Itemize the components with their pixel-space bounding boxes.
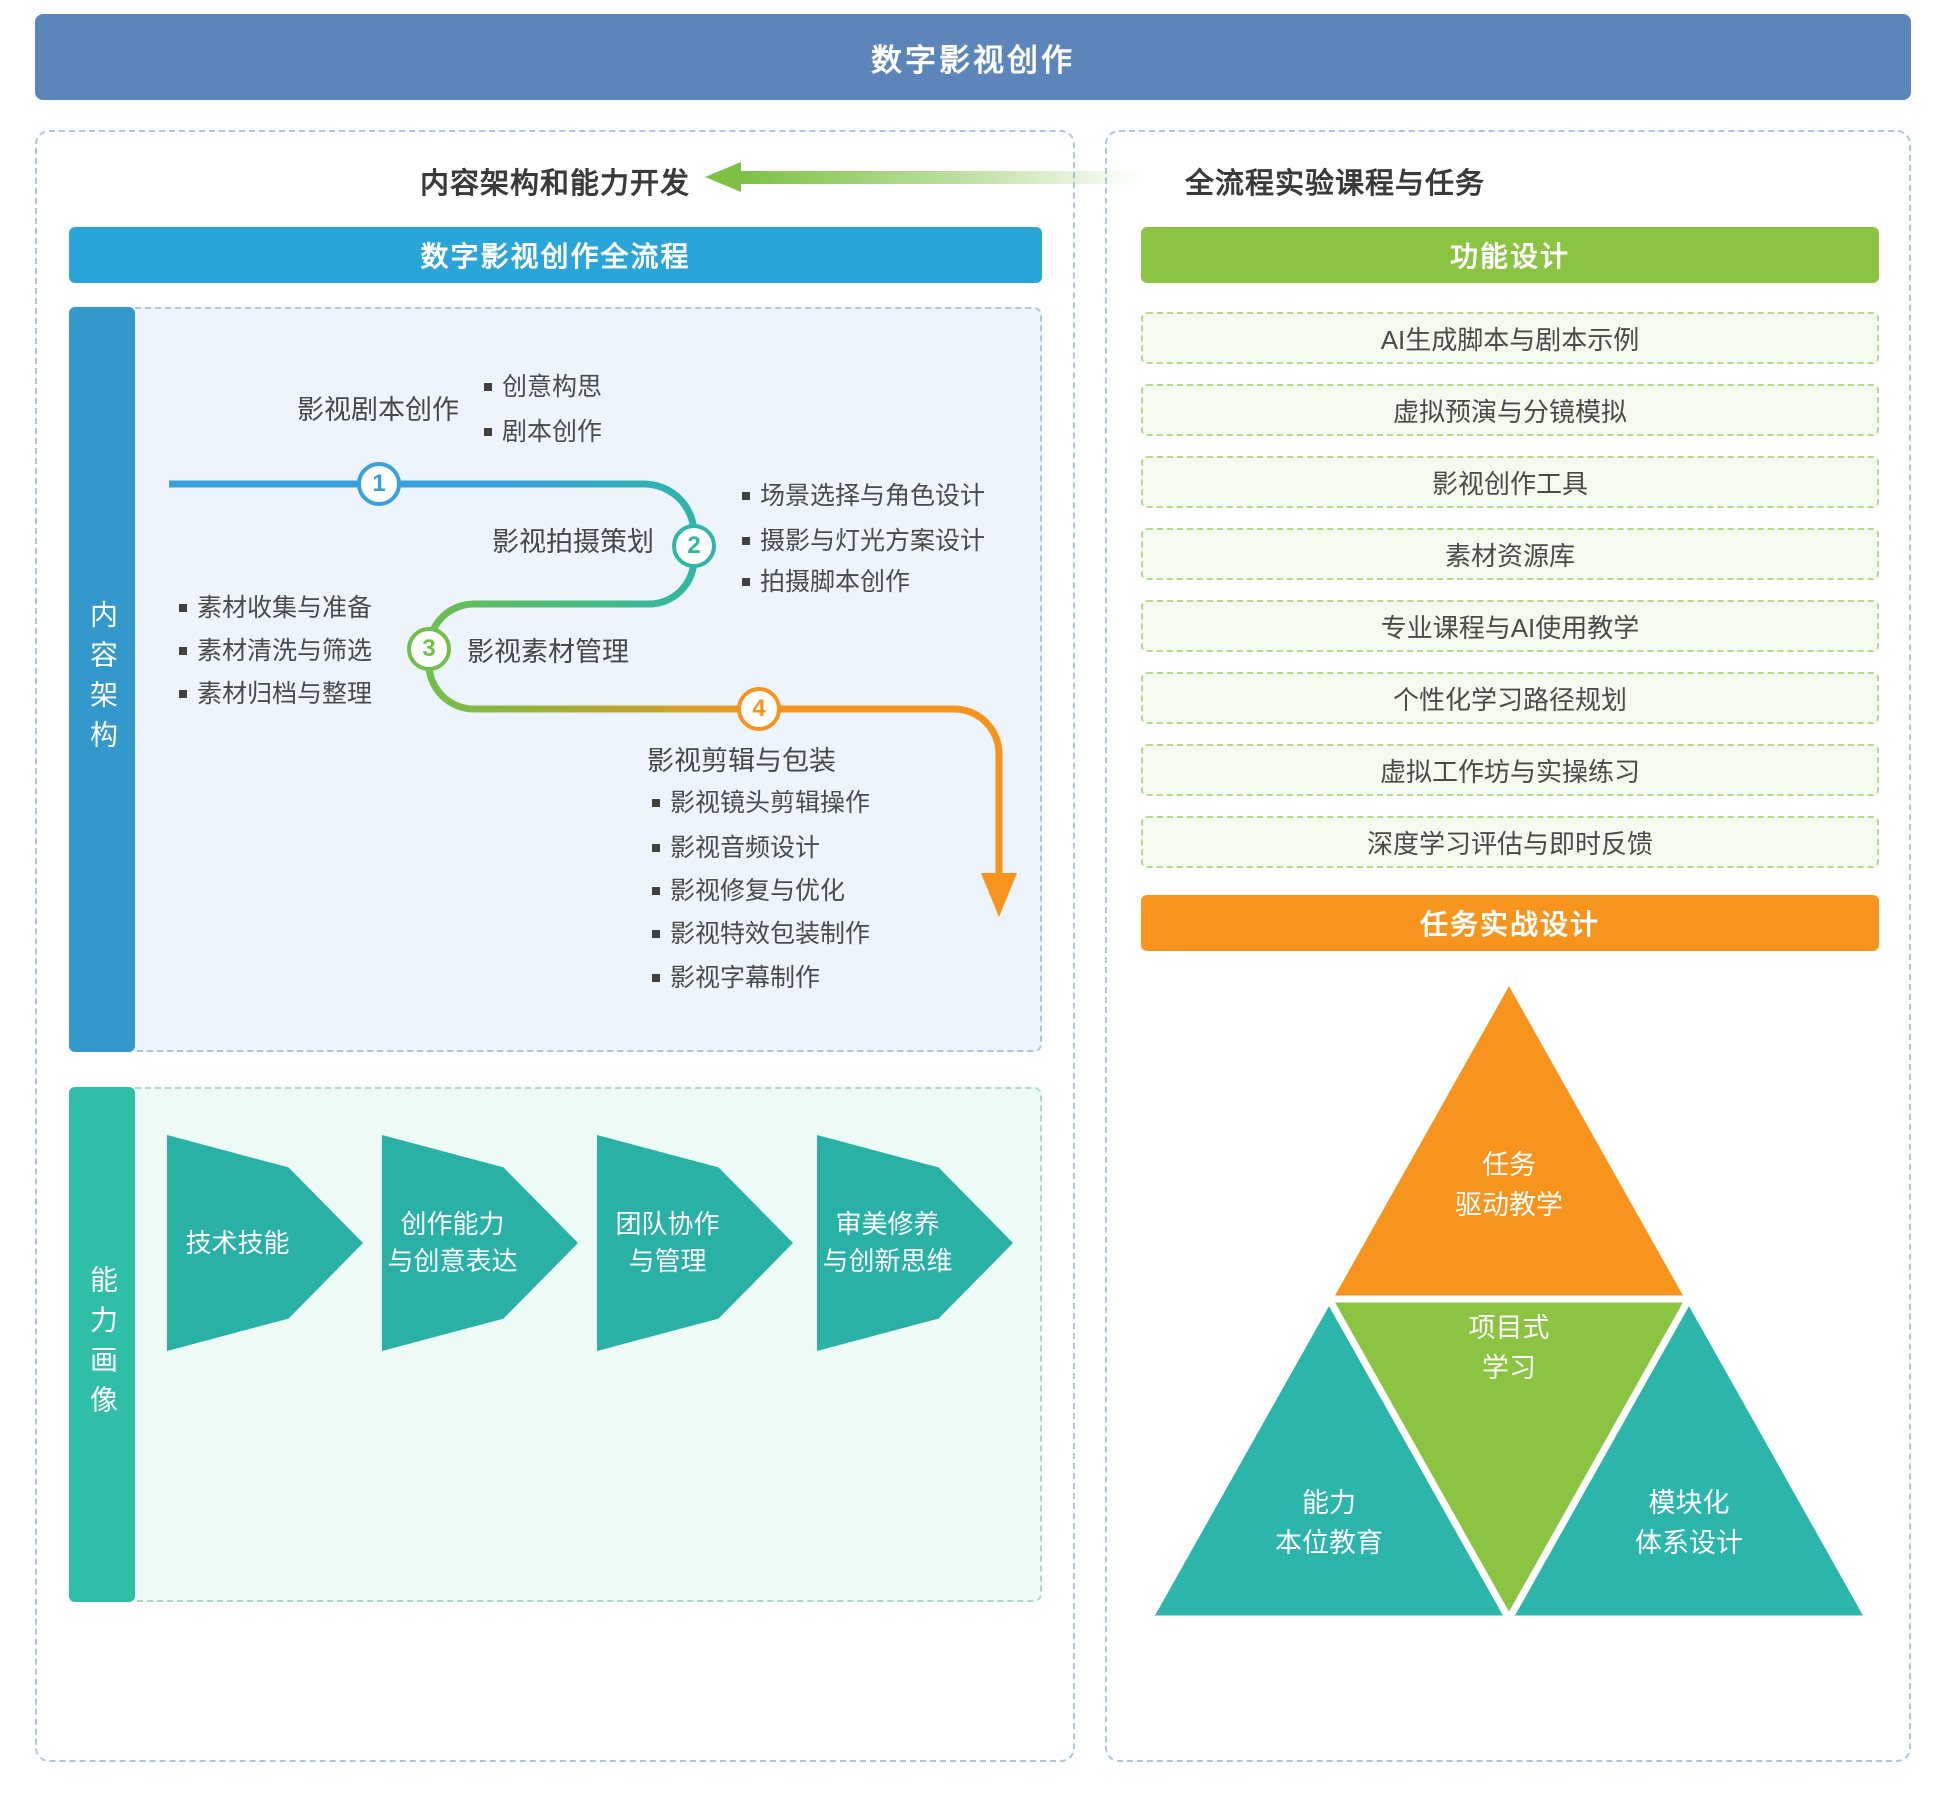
pyramid-top-text: 任务 bbox=[1482, 1150, 1536, 1180]
capability-text: 团队协作 bbox=[615, 1209, 720, 1239]
stage-2-label: 影视拍摄策划 bbox=[492, 527, 654, 557]
capability-text: 与创意表达 bbox=[387, 1246, 518, 1276]
stage-4-label: 影视剪辑与包装 bbox=[647, 746, 836, 776]
capability-arrow: 审美修养与创新思维 bbox=[817, 1135, 1013, 1351]
content-sidebar: 内容架构 bbox=[69, 307, 135, 1052]
bullet-icon bbox=[652, 799, 660, 807]
stage-3-bullet: 素材收集与准备 bbox=[179, 592, 372, 624]
bullet-icon bbox=[742, 537, 750, 545]
bullet-text: 创意构思 bbox=[502, 373, 603, 401]
pyramid-middle-text: 项目式 bbox=[1469, 1313, 1550, 1343]
bullet-icon bbox=[484, 383, 492, 391]
capability-text: 审美修养 bbox=[835, 1209, 940, 1239]
bullet-text: 场景选择与角色设计 bbox=[760, 482, 986, 510]
bullet-icon bbox=[179, 690, 187, 698]
function-item: 素材资源库 bbox=[1141, 528, 1879, 580]
stage-2-badge: 2 bbox=[672, 524, 716, 568]
stage-4-badge: 4 bbox=[737, 687, 781, 731]
bullet-text: 影视字幕制作 bbox=[670, 964, 821, 992]
bullet-text: 素材清洗与筛选 bbox=[197, 637, 373, 665]
function-item: 个性化学习路径规划 bbox=[1141, 672, 1879, 724]
function-item: AI生成脚本与剧本示例 bbox=[1141, 312, 1879, 364]
capability-box: 技术技能 创作能力与创意表达 团队协作与管理 审美修养与创新思维 bbox=[135, 1087, 1042, 1602]
stage-3-bullet: 素材清洗与筛选 bbox=[179, 635, 372, 667]
pyramid-middle-text: 学习 bbox=[1482, 1353, 1536, 1383]
function-design-header: 功能设计 bbox=[1141, 227, 1879, 283]
capability-row: 能力画像 技术技能 创作能力与创意表达 团队协作与管理 审美修养与创新思维 bbox=[69, 1087, 1042, 1602]
arrowhead-icon bbox=[705, 162, 741, 192]
function-item: 影视创作工具 bbox=[1141, 456, 1879, 508]
stage-3-label: 影视素材管理 bbox=[467, 637, 629, 667]
stage-1-bullet: 剧本创作 bbox=[484, 416, 602, 448]
process-header: 数字影视创作全流程 bbox=[69, 227, 1042, 283]
stage-3-badge: 3 bbox=[407, 627, 451, 671]
bullet-icon bbox=[484, 428, 492, 436]
function-item: 深度学习评估与即时反馈 bbox=[1141, 816, 1879, 868]
capability-arrow: 技术技能 bbox=[167, 1135, 363, 1351]
pyramid-bottom-right-triangle bbox=[1505, 1295, 1873, 1623]
bullet-icon bbox=[652, 974, 660, 982]
bullet-text: 拍摄脚本创作 bbox=[760, 568, 911, 596]
stage-2-bullet: 拍摄脚本创作 bbox=[742, 566, 910, 598]
stage-3-bullet: 素材归档与整理 bbox=[179, 678, 372, 710]
process-flow-box: 1 2 3 4 影视剧本创作 创意构思 剧本创作 影视拍摄策划 场景选择与角色设… bbox=[135, 307, 1042, 1052]
pyramid-bottom-right-text: 体系设计 bbox=[1635, 1528, 1743, 1558]
left-panel-title: 内容架构和能力开发 bbox=[419, 168, 690, 200]
bullet-text: 摄影与灯光方案设计 bbox=[760, 527, 986, 555]
capability-sidebar-label: 能力画像 bbox=[87, 1264, 118, 1425]
bullet-text: 素材收集与准备 bbox=[197, 594, 373, 622]
stage-1-badge: 1 bbox=[357, 462, 401, 506]
arrow-shaft bbox=[741, 170, 1145, 184]
capability-text: 技术技能 bbox=[185, 1227, 290, 1258]
page-title: 数字影视创作 bbox=[35, 14, 1911, 100]
pyramid-top-triangle bbox=[1325, 975, 1693, 1303]
bullet-text: 影视镜头剪辑操作 bbox=[670, 789, 871, 817]
stage-2-bullet: 场景选择与角色设计 bbox=[742, 480, 985, 512]
pyramid-bottom-left-text: 能力 bbox=[1302, 1488, 1356, 1518]
content-architecture-row: 内容架构 bbox=[69, 307, 1042, 1052]
stage-4-bullet: 影视修复与优化 bbox=[652, 875, 845, 907]
bullet-text: 剧本创作 bbox=[502, 418, 603, 446]
task-design-header: 任务实战设计 bbox=[1141, 895, 1879, 951]
capability-arrow: 团队协作与管理 bbox=[597, 1135, 793, 1351]
down-arrowhead-icon bbox=[981, 873, 1017, 917]
stage-4-bullet: 影视镜头剪辑操作 bbox=[652, 787, 870, 819]
pyramid-bottom-right-text: 模块化 bbox=[1649, 1488, 1730, 1518]
bullet-text: 素材归档与整理 bbox=[197, 680, 373, 708]
function-list: AI生成脚本与剧本示例 虚拟预演与分镜模拟 影视创作工具 素材资源库 专业课程与… bbox=[1141, 312, 1879, 888]
pyramid-bottom-left-text: 本位教育 bbox=[1275, 1528, 1383, 1558]
bullet-icon bbox=[652, 930, 660, 938]
stage-2-bullet: 摄影与灯光方案设计 bbox=[742, 525, 985, 557]
content-sidebar-label: 内容架构 bbox=[87, 599, 118, 760]
pyramid-top-text: 驱动教学 bbox=[1455, 1190, 1563, 1220]
content-architecture-panel: 内容架构和能力开发 数字影视创作全流程 内容架构 bbox=[35, 130, 1075, 1762]
task-pyramid: 任务 驱动教学 项目式 学习 能力 本位教育 模块化 体系设计 bbox=[1145, 975, 1873, 1623]
bullet-icon bbox=[742, 492, 750, 500]
function-item: 专业课程与AI使用教学 bbox=[1141, 600, 1879, 652]
stage-1-label: 影视剧本创作 bbox=[297, 395, 459, 425]
bullet-text: 影视修复与优化 bbox=[670, 877, 846, 905]
bullet-icon bbox=[179, 604, 187, 612]
left-arrow-icon bbox=[705, 162, 1145, 192]
right-panel-title: 全流程实验课程与任务 bbox=[1185, 168, 1486, 200]
function-item: 虚拟预演与分镜模拟 bbox=[1141, 384, 1879, 436]
stage-4-bullet: 影视字幕制作 bbox=[652, 962, 820, 994]
bullet-text: 影视音频设计 bbox=[670, 834, 821, 862]
bullet-icon bbox=[652, 887, 660, 895]
stage-4-bullet: 影视特效包装制作 bbox=[652, 918, 870, 950]
capability-arrow: 创作能力与创意表达 bbox=[382, 1135, 578, 1351]
course-tasks-panel: 全流程实验课程与任务 功能设计 AI生成脚本与剧本示例 虚拟预演与分镜模拟 影视… bbox=[1105, 130, 1911, 1762]
bullet-icon bbox=[652, 844, 660, 852]
bullet-icon bbox=[742, 578, 750, 586]
capability-text: 与管理 bbox=[628, 1246, 707, 1276]
pyramid-bottom-left-triangle bbox=[1145, 1295, 1513, 1623]
capability-text: 与创新思维 bbox=[822, 1246, 953, 1276]
capability-sidebar: 能力画像 bbox=[69, 1087, 135, 1602]
function-item: 虚拟工作坊与实操练习 bbox=[1141, 744, 1879, 796]
bullet-icon bbox=[179, 647, 187, 655]
stage-4-bullet: 影视音频设计 bbox=[652, 832, 820, 864]
capability-text: 创作能力 bbox=[400, 1209, 505, 1239]
stage-1-bullet: 创意构思 bbox=[484, 371, 602, 403]
bullet-text: 影视特效包装制作 bbox=[670, 920, 871, 948]
